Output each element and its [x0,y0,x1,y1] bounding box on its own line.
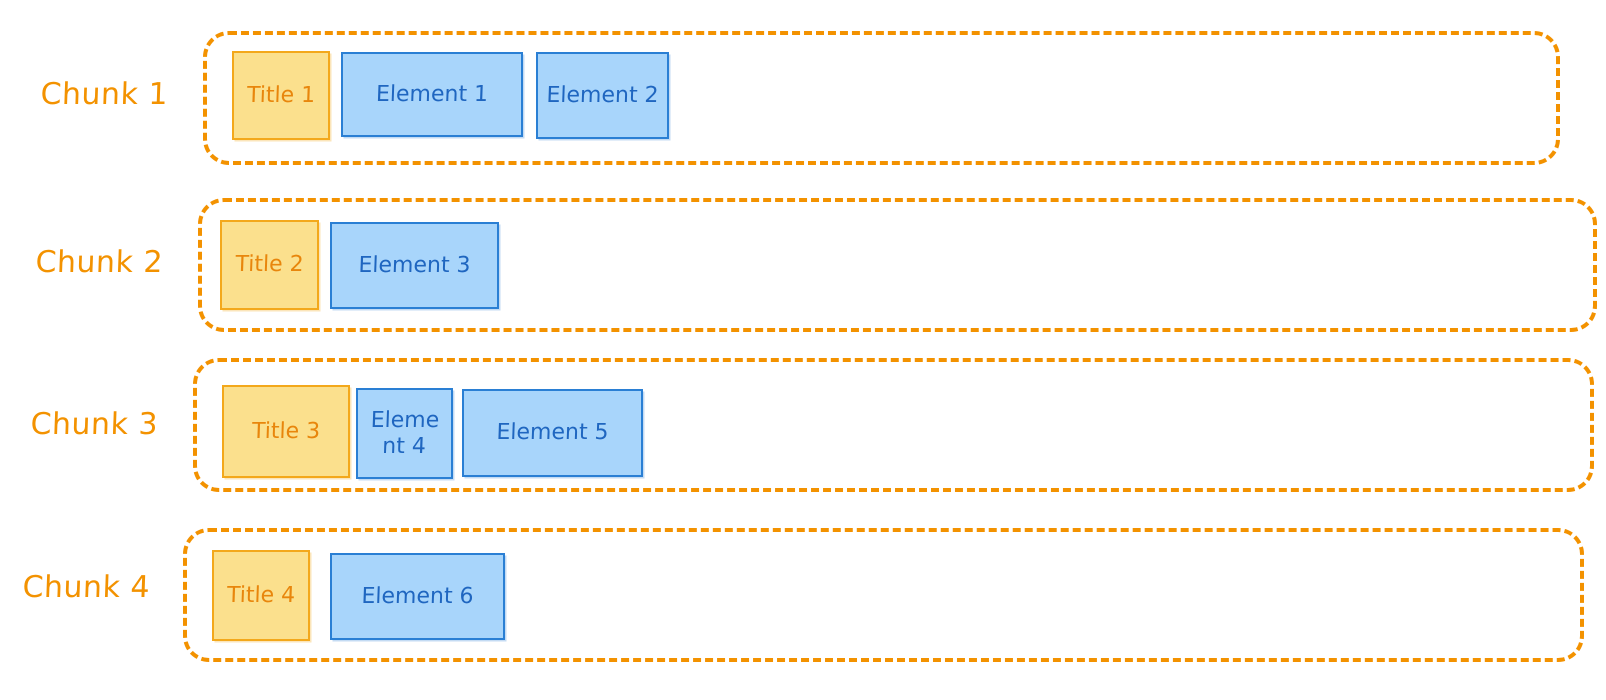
chunk-container-3[interactable] [193,358,1594,492]
chunk-container-4[interactable] [183,528,1584,662]
title-box-3-1[interactable]: Title 3 [222,385,350,478]
node-label: Title 4 [226,582,296,608]
chunk-container-2[interactable] [198,198,1597,332]
node-label: Title 2 [234,252,305,278]
node-label: Element 6 [361,583,474,609]
chunk-label-4: Chunk 4 [21,570,151,605]
element-box-1-2[interactable]: Element 1 [341,52,523,137]
element-box-3-3[interactable]: Element 5 [462,389,643,477]
node-label: Element 3 [358,252,471,278]
element-box-4-2[interactable]: Element 6 [330,553,505,640]
node-label: Title 1 [246,82,316,108]
chunk-label-1: Chunk 1 [39,77,169,112]
element-box-2-2[interactable]: Element 3 [330,222,499,309]
node-label: Element 4 [370,407,440,459]
title-box-1-1[interactable]: Title 1 [232,51,330,140]
chunk-label-2: Chunk 2 [34,245,164,280]
node-label: Element 5 [496,420,609,446]
chunk-container-1[interactable] [203,31,1560,165]
title-box-2-1[interactable]: Title 2 [220,220,319,310]
node-label: Element 2 [546,82,659,108]
title-box-4-1[interactable]: Title 4 [212,550,310,641]
element-box-3-2[interactable]: Element 4 [356,388,453,479]
node-label: Element 1 [375,81,489,107]
node-label: Title 3 [251,418,321,444]
chunk-label-3: Chunk 3 [29,407,159,442]
element-box-1-3[interactable]: Element 2 [536,52,669,139]
